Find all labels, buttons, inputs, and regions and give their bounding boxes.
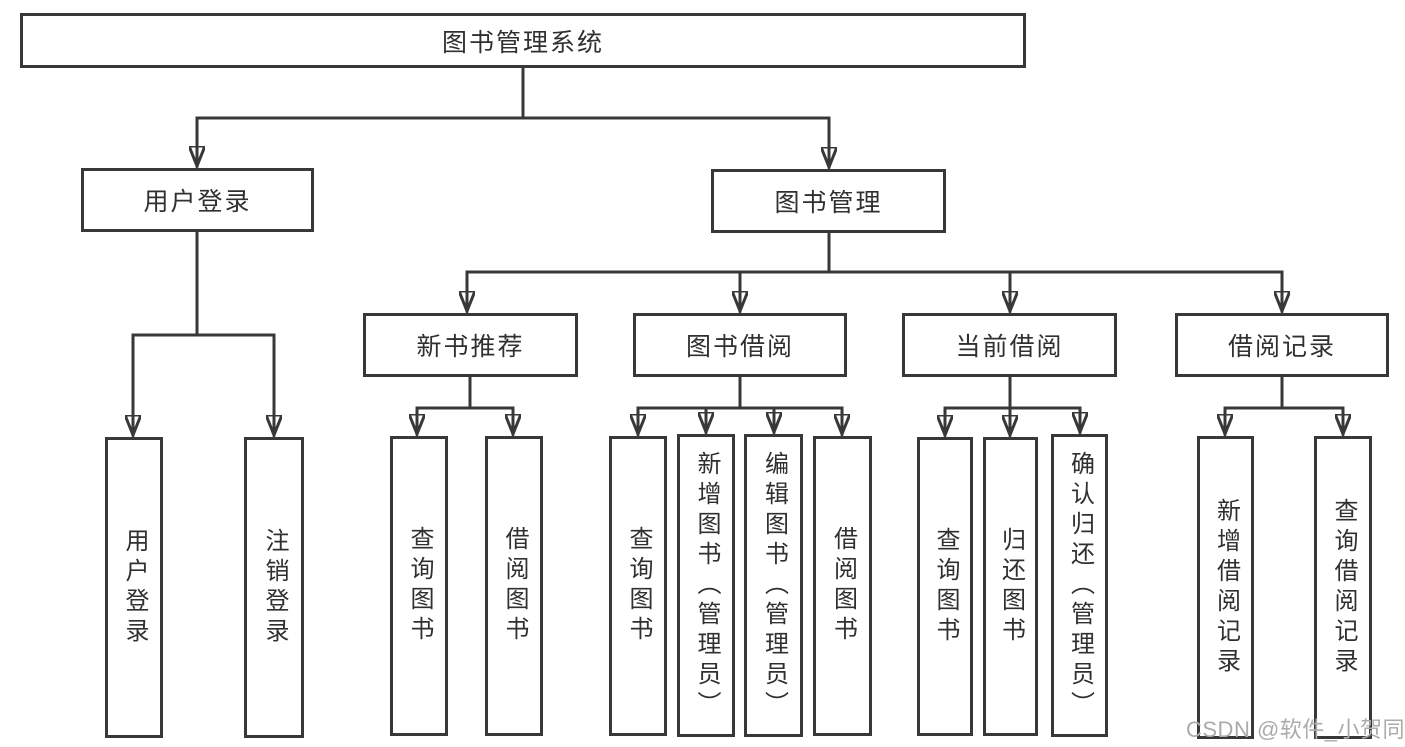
trunk-user-login bbox=[131, 230, 276, 337]
node-bb-edit-books: 编辑图书（管理员） bbox=[744, 434, 803, 737]
node-cb-query-books: 查询图书 bbox=[917, 437, 973, 736]
trunk-borrow-records bbox=[1223, 375, 1345, 410]
node-label: 新增借阅记录 bbox=[1212, 497, 1240, 678]
node-label: 查询借阅记录 bbox=[1330, 497, 1357, 678]
node-current-borrow: 当前借阅 bbox=[902, 313, 1117, 377]
trunk-new-book-recommend bbox=[415, 375, 515, 410]
trunk-current-borrow bbox=[943, 375, 1082, 410]
node-label: 编辑图书（管理员） bbox=[760, 450, 788, 721]
node-label: 借阅图书 bbox=[829, 526, 857, 646]
node-nbr-borrow-books: 借阅图书 bbox=[485, 436, 543, 736]
node-label: 查询图书 bbox=[406, 526, 433, 646]
node-user-login-leaf: 用户登录 bbox=[105, 437, 163, 738]
node-label: 查询图书 bbox=[932, 526, 959, 647]
node-label: 用户登录 bbox=[121, 527, 148, 648]
node-label: 归还图书 bbox=[997, 526, 1025, 647]
node-book-management: 图书管理 bbox=[711, 169, 946, 233]
node-nbr-query-books: 查询图书 bbox=[390, 436, 448, 736]
csdn-watermark: CSDN @软件_小贺同学 bbox=[1186, 717, 1405, 742]
node-label: 注销登录 bbox=[261, 527, 288, 648]
trunk-root bbox=[195, 66, 831, 120]
node-label: 新增图书（管理员） bbox=[693, 450, 720, 721]
node-logout-leaf: 注销登录 bbox=[244, 437, 304, 738]
trunk-book-borrow bbox=[636, 375, 844, 410]
node-library-management-system: 图书管理系统 bbox=[20, 13, 1026, 68]
node-cb-confirm-return: 确认归还（管理员） bbox=[1051, 434, 1108, 737]
node-borrow-records: 借阅记录 bbox=[1175, 313, 1389, 377]
node-bb-add-books: 新增图书（管理员） bbox=[677, 434, 735, 737]
node-bb-query-books: 查询图书 bbox=[609, 436, 667, 736]
node-user-login: 用户登录 bbox=[81, 168, 314, 232]
node-bb-borrow-books: 借阅图书 bbox=[813, 436, 872, 736]
node-label: 借阅图书 bbox=[501, 526, 528, 646]
node-new-book-recommend: 新书推荐 bbox=[363, 313, 578, 377]
node-br-add-record: 新增借阅记录 bbox=[1197, 436, 1254, 739]
node-cb-return-books: 归还图书 bbox=[983, 437, 1038, 736]
trunk-book-management bbox=[465, 231, 1284, 274]
node-label: 查询图书 bbox=[625, 526, 652, 646]
node-label: 确认归还（管理员） bbox=[1066, 450, 1094, 721]
node-br-query-record: 查询借阅记录 bbox=[1314, 436, 1372, 739]
node-book-borrow: 图书借阅 bbox=[633, 313, 847, 377]
